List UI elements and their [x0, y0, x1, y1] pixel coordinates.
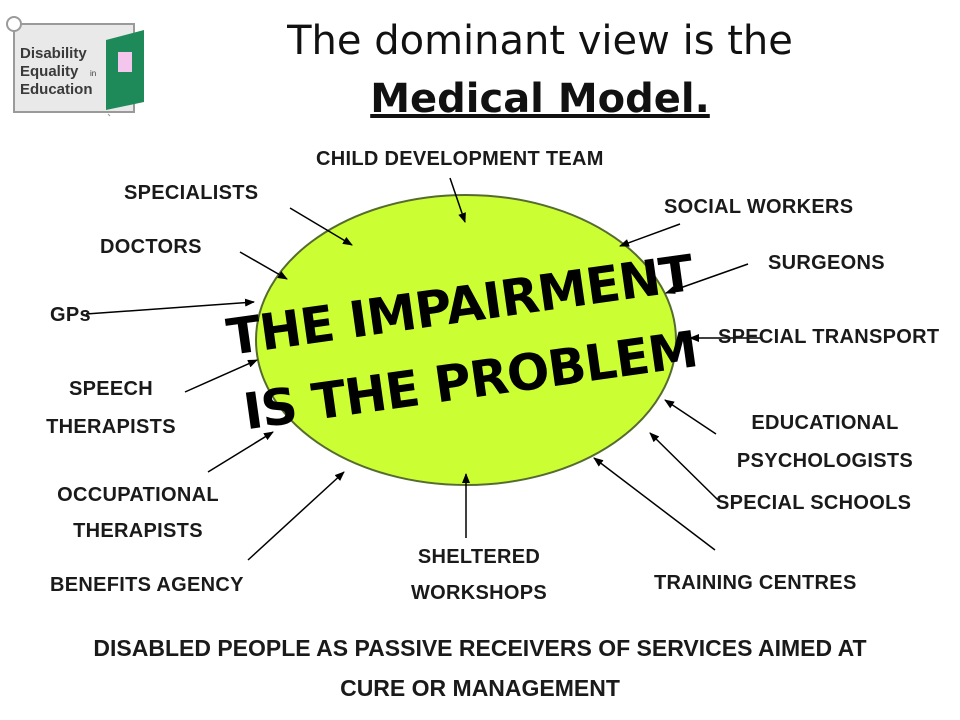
- arrow-doctors: [239, 251, 288, 280]
- arrow-training-centres: [593, 457, 716, 551]
- label-sheltered-workshops: SHELTERED WORKSHOPS: [386, 540, 572, 610]
- label-educational-psychologists: EDUCATIONAL PSYCHOLOGISTS: [722, 406, 928, 478]
- footer-line2: CURE OR MANAGEMENT: [340, 675, 620, 701]
- page-title-line2: Medical Model.: [370, 76, 710, 122]
- label-surgeons: SURGEONS: [768, 252, 885, 274]
- label-social-workers: SOCIAL WORKERS: [664, 196, 854, 218]
- arrow-social-workers: [619, 223, 681, 247]
- label-speech-therapists: SPEECH THERAPISTS: [36, 372, 186, 444]
- logo-line1: Disability: [20, 45, 87, 62]
- label-occupational-therapists: OCCUPATIONAL THERAPISTS: [40, 478, 236, 548]
- arrow-gps: [85, 298, 255, 315]
- arrow-speech-therapists: [184, 359, 258, 393]
- footer-line1: DISABLED PEOPLE AS PASSIVE RECEIVERS OF …: [93, 635, 867, 661]
- arrow-surgeons: [665, 263, 749, 294]
- logo-mark: in: [90, 69, 96, 78]
- footer-caption: DISABLED PEOPLE AS PASSIVE RECEIVERS OF …: [20, 628, 940, 708]
- arrow-educational-psychologists: [664, 399, 717, 435]
- arrow-special-schools: [649, 432, 719, 501]
- label-special-schools: SPECIAL SCHOOLS: [716, 492, 912, 514]
- label-educational-psychologists-line1: EDUCATIONAL: [751, 412, 899, 434]
- logo-line3: Education: [20, 81, 93, 98]
- label-occupational-therapists-line1: OCCUPATIONAL: [57, 484, 219, 506]
- label-gps: GPs: [50, 304, 91, 326]
- label-sheltered-workshops-line1: SHELTERED: [417, 546, 541, 568]
- label-sheltered-workshops-line2: WORKSHOPS: [410, 582, 548, 604]
- arrow-occupational-therapists: [207, 431, 274, 473]
- label-training-centres: TRAINING CENTRES: [654, 572, 857, 594]
- arrow-child-development-team: [449, 177, 466, 223]
- label-child-development-team: CHILD DEVELOPMENT TEAM: [316, 148, 604, 170]
- label-speech-therapists-line1: SPEECH: [68, 378, 154, 400]
- label-specialists: SPECIALISTS: [124, 182, 259, 204]
- page-title-line1: The dominant view is the: [287, 18, 793, 64]
- label-benefits-agency: BENEFITS AGENCY: [50, 574, 244, 596]
- arrow-specialists: [289, 207, 353, 246]
- logo-line2: Equality: [20, 63, 79, 80]
- disability-equality-education-logo: Disability Equality Education in: [6, 16, 144, 117]
- arrow-benefits-agency: [247, 471, 345, 561]
- label-doctors: DOCTORS: [100, 236, 202, 258]
- label-speech-therapists-line2: THERAPISTS: [46, 416, 176, 438]
- label-special-transport: SPECIAL TRANSPORT: [718, 326, 940, 348]
- label-occupational-therapists-line2: THERAPISTS: [73, 520, 203, 542]
- label-educational-psychologists-line2: PSYCHOLOGISTS: [736, 450, 914, 472]
